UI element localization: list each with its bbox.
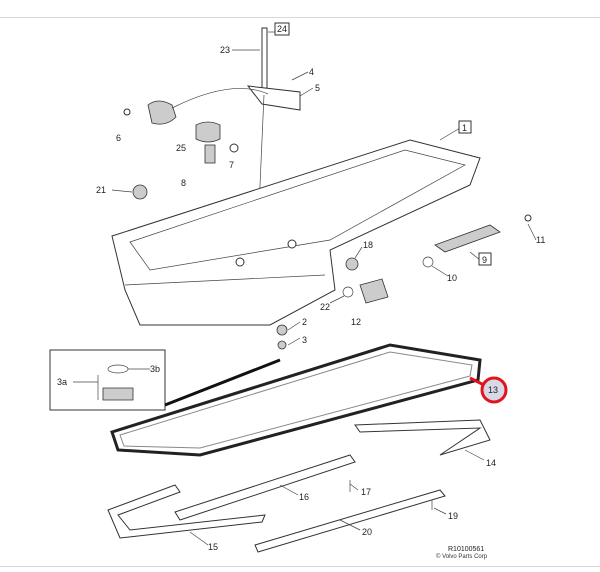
drawing-number: R10100561 (448, 546, 484, 553)
part-label-1[interactable]: 1 (462, 123, 467, 133)
part-label-3a[interactable]: 3a (57, 377, 67, 387)
part-label-4[interactable]: 4 (309, 67, 314, 77)
part-label-3[interactable]: 3 (302, 335, 307, 345)
label-box-9 (478, 252, 492, 266)
part-label-18[interactable]: 18 (363, 240, 373, 250)
part-label-3b[interactable]: 3b (150, 364, 160, 374)
part-label-25[interactable]: 25 (176, 143, 186, 153)
part-label-13[interactable]: 13 (488, 385, 498, 395)
part-label-7[interactable]: 7 (229, 160, 234, 170)
bottom-divider (0, 566, 600, 567)
highlight-circle-13[interactable] (480, 376, 508, 404)
part-label-9[interactable]: 9 (482, 255, 487, 265)
part-label-17[interactable]: 17 (361, 487, 371, 497)
part-label-19[interactable]: 19 (448, 511, 458, 521)
part-label-22[interactable]: 22 (320, 302, 330, 312)
lower-rails (107, 419, 491, 553)
drain-plug-inset (49, 349, 281, 411)
sensor-bracket (123, 88, 269, 164)
part-label-11[interactable]: 11 (536, 235, 545, 245)
part-label-14[interactable]: 14 (486, 458, 496, 468)
top-divider (0, 17, 600, 18)
right-side-fittings (276, 214, 532, 350)
copyright-text: © Volvo Parts Corp (436, 553, 488, 560)
part-label-12[interactable]: 12 (351, 317, 361, 327)
part-label-23[interactable]: 23 (220, 45, 230, 55)
part-label-2[interactable]: 2 (302, 317, 307, 327)
part-label-15[interactable]: 15 (208, 542, 218, 552)
part-label-6[interactable]: 6 (116, 133, 121, 143)
part-label-20[interactable]: 20 (362, 527, 372, 537)
part-label-16[interactable]: 16 (299, 492, 309, 502)
oil-pan (111, 139, 481, 326)
part-label-24[interactable]: 24 (277, 24, 287, 34)
oil-pan-gasket (110, 343, 487, 457)
label-box-24 (274, 22, 290, 36)
part-label-21[interactable]: 21 (96, 185, 106, 195)
part-label-8[interactable]: 8 (181, 178, 186, 188)
label-box-1 (458, 120, 472, 134)
part-label-10[interactable]: 10 (447, 273, 457, 283)
part-label-5[interactable]: 5 (315, 83, 320, 93)
